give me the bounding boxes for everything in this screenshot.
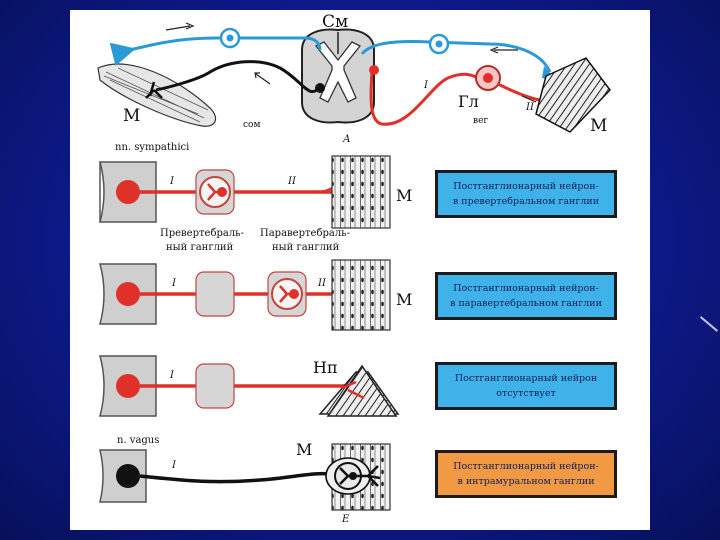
info-box-2-line2: в паравертебральном ганглии (450, 298, 602, 309)
info-box-1-line2: в превертебральном ганглии (452, 196, 600, 207)
flow-arrow-somatic (255, 73, 271, 85)
label-m-left: М (123, 106, 141, 126)
row-1-label-ii: II (288, 176, 296, 187)
row-3-label-i: I (170, 370, 174, 381)
preganglionic-neuron-3 (116, 374, 140, 398)
flow-arrow-veg (521, 95, 537, 103)
spinal-ganglion-left (219, 27, 241, 49)
info-box-4-line2: в интрамуральном ганглии (457, 476, 595, 487)
somatic-efferent-fiber (155, 60, 322, 94)
row-2-label-ii: II (318, 278, 326, 289)
row-2-drawing (99, 259, 391, 331)
info-box-2: Постганглионарный нейрон- в паравертебра… (435, 272, 617, 320)
prevertebral-ganglion-3 (195, 363, 235, 409)
diagram-drawing (97, 22, 611, 511)
decorative-stroke (699, 316, 719, 332)
vagal-neuron (116, 464, 140, 488)
afferent-fiber-right (360, 40, 552, 73)
flow-arrow-top-left (165, 25, 191, 31)
spinal-ganglion-right (428, 33, 450, 55)
spinal-cord (301, 28, 375, 124)
info-box-3: Постганглионарный нейрон отсутствует (435, 362, 617, 410)
label-i-top: I (424, 80, 428, 91)
info-box-3-line2: отсутствует (496, 388, 556, 399)
prevertebral-label-line2: ный ганглий (166, 242, 234, 253)
smooth-muscle-2 (331, 259, 391, 331)
row-4-target: М (296, 440, 313, 459)
label-nn-sympathici: nn. sympathici (115, 142, 190, 153)
row-2-label-i: I (172, 278, 176, 289)
somatic-synapse (145, 81, 163, 99)
paravertebral-label-line2: ный ганглий (272, 242, 340, 253)
prevertebral-label-line1: Превертебраль- (160, 228, 244, 239)
label-m-right: М (590, 116, 608, 136)
label-panel-a: А (343, 134, 351, 145)
info-box-1: Постганглионарный нейрон- в превертебрал… (435, 170, 617, 218)
label-cm: См (322, 12, 349, 32)
label-veg: вег (473, 116, 489, 126)
smooth-muscle-1 (331, 155, 391, 229)
paravertebral-label-line1: Паравертебраль- (260, 228, 351, 239)
row-1-label-i: I (170, 176, 174, 187)
row-1-target: М (396, 186, 413, 205)
info-box-4: Постганглионарный нейрон- в интрамуральн… (435, 450, 617, 498)
row-3-drawing (99, 355, 400, 417)
info-box-4-line1: Постганглионарный нейрон- (453, 461, 599, 472)
label-som: сом (243, 120, 261, 130)
preganglionic-neuron-1 (116, 180, 140, 204)
skeletal-muscle-left (97, 63, 217, 127)
autonomic-preganglionic-neuron (369, 65, 379, 75)
top-schematic (97, 22, 611, 133)
label-ii-top: II (526, 102, 534, 113)
label-gl: Гл (458, 92, 479, 111)
slide-panel: См М сом А I Гл II вег М nn. sympathici … (70, 10, 650, 530)
paravertebral-ganglion-2 (267, 271, 307, 317)
somatic-motor-neuron (315, 83, 325, 93)
row-4-label-i: I (172, 460, 176, 471)
intramural-ganglion (325, 457, 381, 495)
autonomic-preganglionic-fiber (369, 71, 479, 126)
row-3-target: Нп (313, 358, 338, 377)
info-box-3-line1: Постганглионарный нейрон (454, 373, 598, 384)
prevertebral-ganglion-1 (195, 169, 235, 215)
row-1-drawing (99, 155, 391, 229)
label-panel-e: Е (342, 514, 350, 525)
info-box-2-line1: Постганглионарный нейрон- (453, 283, 599, 294)
label-n-vagus: n. vagus (117, 435, 160, 446)
info-box-1-line1: Постганглионарный нейрон- (453, 181, 599, 192)
preganglionic-neuron-2 (116, 282, 140, 306)
prevertebral-ganglion-2 (195, 271, 235, 317)
smooth-muscle-right (535, 57, 611, 133)
autonomic-ganglion-top (475, 65, 501, 91)
row-4-drawing (99, 443, 391, 511)
row-2-target: М (396, 290, 413, 309)
